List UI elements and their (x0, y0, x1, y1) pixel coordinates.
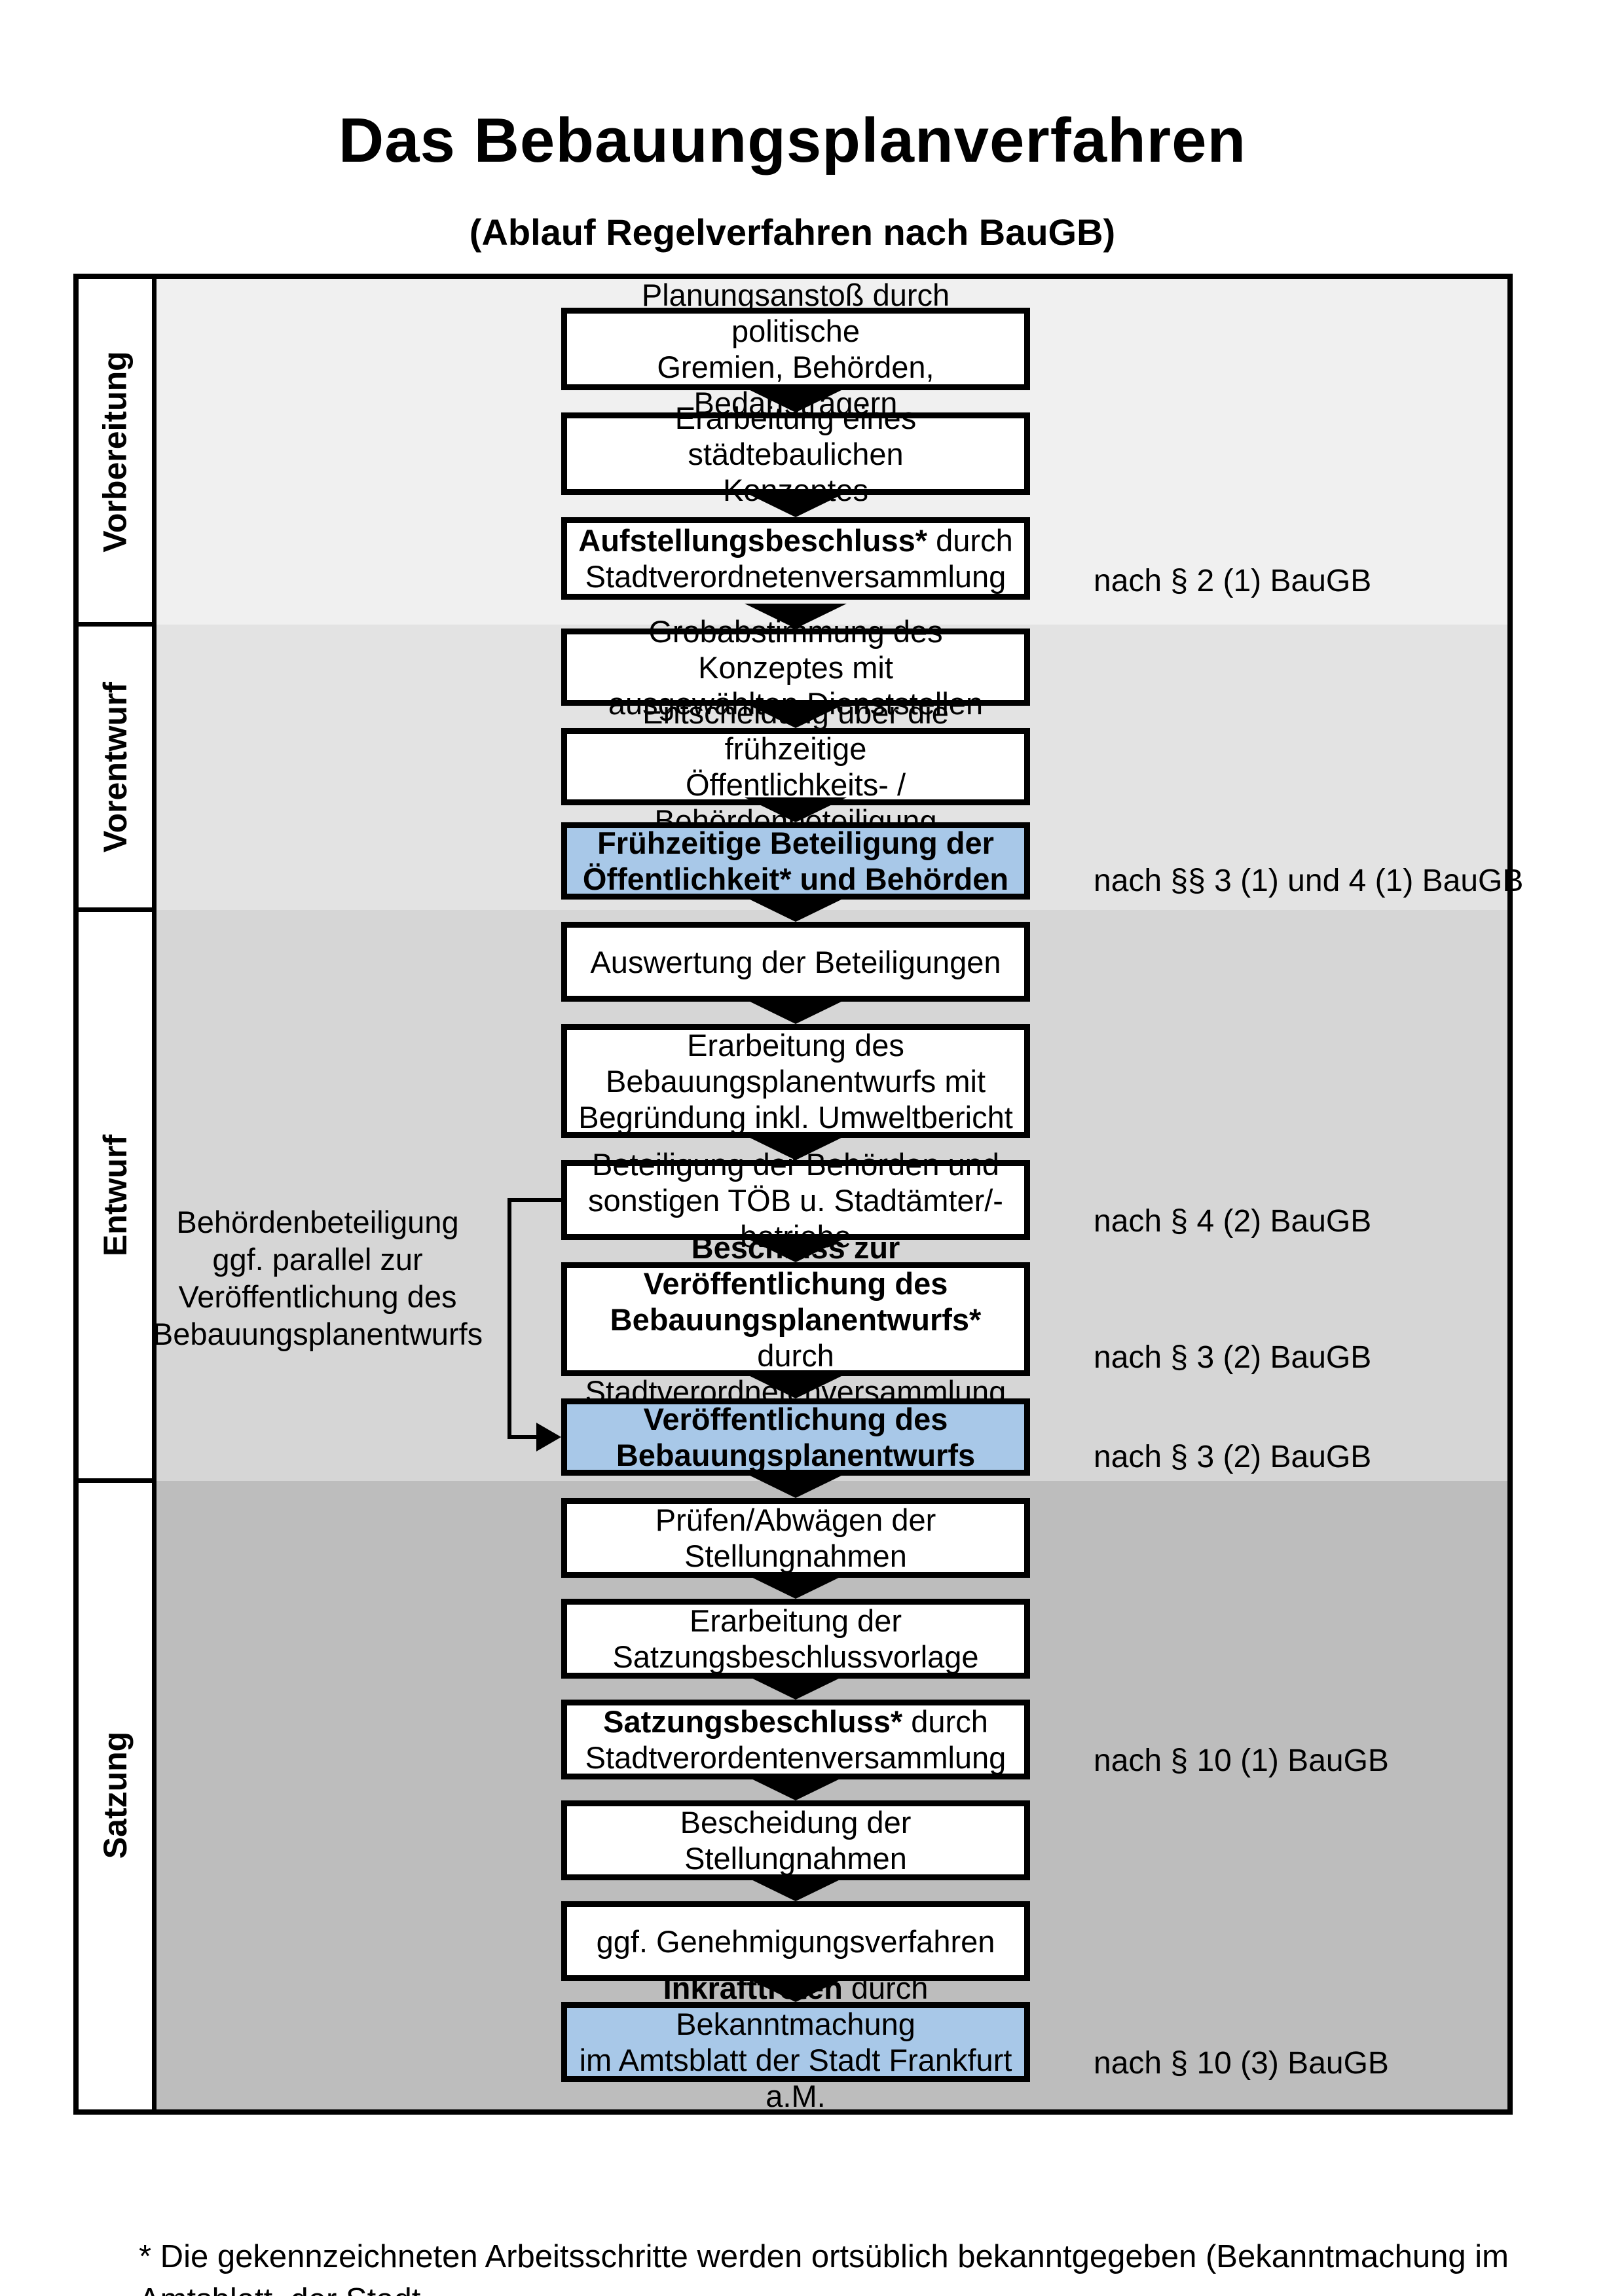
flow-box-16: ggf. Genehmigungsverfahren (561, 1901, 1030, 1981)
flow-box-text: Frühzeitige Beteiligung der (597, 826, 994, 860)
flow-box-text: Bescheidung der Stellungnahmen (680, 1805, 912, 1876)
down-arrow-icon (745, 897, 847, 922)
phase-label-vorentwurf: Vorentwurf (97, 682, 134, 853)
parallel-bracket-arrowhead-icon (536, 1423, 561, 1451)
flow-box-text: Inkrafttreten (663, 1971, 843, 2005)
flow-box-text: Beteiligung der Behörden und (592, 1146, 999, 1182)
flow-box-text: durch (757, 1338, 834, 1373)
phase-label-column (79, 279, 152, 2109)
law-reference-annotation: nach §§ 3 (1) und 4 (1) BauGB (1094, 864, 1524, 898)
page-title: Das Bebauungsplanverfahren (338, 105, 1247, 175)
flow-box-12: Prüfen/Abwägen der Stellungnahmen (561, 1498, 1030, 1578)
phase-label-satzung: Satzung (97, 1731, 134, 1859)
side-note-line: Veröffentlichung des (178, 1279, 457, 1314)
phase-divider-1 (79, 622, 157, 627)
down-arrow-icon (745, 797, 847, 822)
flow-box-text: Entscheidung über die frühzeitige (642, 695, 949, 766)
phase-divider-2 (79, 907, 157, 912)
flow-box-text: Stadtverordnetenversammlung (585, 559, 1006, 594)
flow-box-text: Begründung inkl. Umweltbericht (578, 1099, 1013, 1135)
flow-box-15: Bescheidung der Stellungnahmen (561, 1800, 1030, 1880)
flow-box-text: Stadtverordentenversammlung (585, 1740, 1006, 1775)
phase-cell-vorentwurf: Vorentwurf (79, 625, 152, 910)
down-arrow-icon (745, 1374, 847, 1398)
down-arrow-icon (745, 388, 847, 412)
flow-box-text: Erarbeitung des (687, 1027, 904, 1063)
flow-box-text: durch Bekanntmachung (676, 1971, 929, 2041)
phase-cell-vorbereitung: Vorbereitung (79, 279, 152, 625)
law-reference-annotation: nach § 3 (2) BauGB (1094, 1340, 1372, 1375)
down-arrow-icon (745, 1977, 847, 2002)
flow-box-text: Aufstellungsbeschluss* (578, 523, 928, 558)
down-arrow-icon (745, 999, 847, 1024)
footnote: * Die gekennzeichneten Arbeitsschritte w… (139, 2149, 1566, 2296)
law-reference-annotation: nach § 10 (1) BauGB (1094, 1743, 1389, 1778)
law-reference-annotation: nach § 3 (2) BauGB (1094, 1440, 1372, 1474)
flow-box-text: Planungsanstoß durch politische (641, 278, 950, 348)
phase-cell-satzung: Satzung (79, 1481, 152, 2109)
down-arrow-icon (745, 1135, 847, 1160)
footnote-line1: * Die gekennzeichneten Arbeitsschritte w… (139, 2239, 1509, 2296)
law-reference-annotation: nach § 4 (2) BauGB (1094, 1204, 1372, 1239)
flow-box-text: Bebauungsplanentwurfs (616, 1438, 976, 1472)
side-note-line: ggf. parallel zur (212, 1242, 423, 1277)
flow-box-7: Auswertung der Beteiligungen (561, 922, 1030, 1002)
flow-box-text: Auswertung der Beteiligungen (590, 944, 1001, 979)
flow-box-text: Satzungsbeschluss* (603, 1704, 903, 1739)
flow-box-text: Satzungsbeschlussvorlage (612, 1639, 979, 1674)
flow-box-text: Erarbeitung eines städtebaulichen (674, 400, 917, 471)
phase-cell-entwurf: Entwurf (79, 910, 152, 1481)
flow-box-text: durch (927, 523, 1013, 558)
flow-box-text: Beschluss zur Veröffentlichung des (643, 1230, 948, 1301)
flow-box-text: Erarbeitung der (690, 1603, 902, 1638)
flow-box-text: Grobabstimmung des Konzeptes mit (648, 613, 943, 685)
parallel-bracket-top-line (507, 1198, 561, 1202)
flow-box-text: ggf. Genehmigungsverfahren (596, 1923, 995, 1959)
flow-box-text: Veröffentlichung des (643, 1402, 948, 1436)
down-arrow-icon (745, 1473, 847, 1498)
side-note: Behördenbeteiligung ggf. parallel zur Ve… (141, 1203, 494, 1353)
parallel-bracket-bottom-line (507, 1435, 539, 1439)
phase-divider-3 (79, 1478, 157, 1483)
down-arrow-icon (745, 1776, 847, 1800)
down-arrow-icon (745, 604, 847, 629)
phase-label-vorbereitung: Vorbereitung (97, 351, 134, 553)
flow-box-text: Bebauungsplanentwurfs mit (605, 1063, 986, 1099)
down-arrow-icon (745, 492, 847, 517)
flow-box-text: im Amtsblatt der Stadt Frankfurt a.M. (579, 2043, 1012, 2113)
phase-column-divider (152, 279, 157, 2109)
down-arrow-icon (745, 703, 847, 728)
down-arrow-icon (745, 1237, 847, 1262)
flow-box-text: Öffentlichkeit* und Behörden (582, 862, 1009, 896)
page-subtitle: (Ablauf Regelverfahren nach BauGB) (469, 211, 1116, 253)
flow-box-text: Prüfen/Abwägen der Stellungnahmen (655, 1503, 936, 1573)
law-reference-annotation: nach § 10 (3) BauGB (1094, 2046, 1389, 2081)
parallel-bracket-vertical-line (507, 1198, 511, 1439)
phase-label-entwurf: Entwurf (97, 1134, 134, 1257)
flow-box-text: Bebauungsplanentwurfs* (610, 1302, 982, 1337)
down-arrow-icon (745, 1675, 847, 1700)
flow-box-text: durch (902, 1704, 988, 1739)
down-arrow-icon (745, 1574, 847, 1599)
law-reference-annotation: nach § 2 (1) BauGB (1094, 564, 1372, 598)
side-note-line: Bebauungsplanentwurfs (152, 1317, 483, 1351)
side-note-line: Behördenbeteiligung (176, 1205, 459, 1239)
down-arrow-icon (745, 1876, 847, 1901)
flowchart-frame: Vorbereitung Vorentwurf Entwurf Satzung … (73, 274, 1523, 2115)
